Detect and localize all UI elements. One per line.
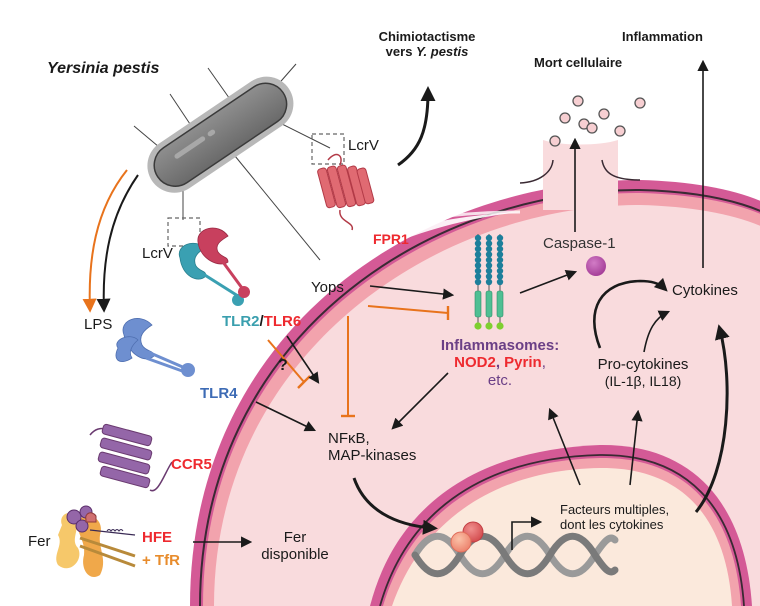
lps-label: LPS xyxy=(84,316,113,333)
tlr4-receptor-icon xyxy=(115,318,195,377)
nfkb-label: NFκB, MAP-kinases xyxy=(328,430,416,465)
inflammasome-strand xyxy=(496,234,504,330)
tlr4-label: TLR4 xyxy=(200,385,238,402)
nfkb-line1: NFκB, xyxy=(328,430,370,447)
arrow-caspase-to-cytokines xyxy=(593,277,668,349)
transferrin-receptor-icon xyxy=(56,505,136,578)
cell-death-label: Mort cellulaire xyxy=(534,55,623,70)
inhibit-tlr2-question xyxy=(267,339,305,383)
inflammasomes-examples: NOD2, Pyrin, xyxy=(425,354,575,371)
procytokines-label: Pro-cytokines (IL-1β, IL18) xyxy=(583,356,703,389)
factors-line1: Facteurs multiples, xyxy=(560,502,670,517)
bacterium-label: Yersinia pestis xyxy=(47,60,160,77)
pyrin-label: Pyrin xyxy=(504,354,542,372)
arrow-chemotaxis xyxy=(397,86,436,167)
nfkb-line2: MAP-kinases xyxy=(328,447,417,465)
membrane-pore xyxy=(519,140,641,210)
factors-line2: dont les cytokines xyxy=(560,516,664,532)
ccr5-receptor-icon xyxy=(89,423,173,492)
fer-available-label: Fer disponible xyxy=(245,529,345,564)
inflammasome-complex-icon xyxy=(474,234,504,330)
transcription-factor-icon xyxy=(450,521,484,553)
tfr-label: + TfR xyxy=(142,552,180,569)
lcrv-box-left xyxy=(167,217,201,247)
factors-label: Facteurs multiples, dont les cytokines xyxy=(560,502,670,533)
pathway-arrows xyxy=(82,59,730,548)
arrow-factors-to-procytokines xyxy=(629,409,643,486)
comma-2: , xyxy=(541,354,546,372)
inflammation-label: Inflammation xyxy=(622,29,703,44)
arrow-yops-to-inflammasome xyxy=(369,285,455,300)
arrow-bacterium-to-lps-black xyxy=(96,174,139,313)
arrow-factors-to-inflammasome xyxy=(548,407,581,486)
chemotaxis-line2: vers Y. pestis xyxy=(372,43,482,60)
lcrv-box-top xyxy=(311,133,345,165)
inflammasome-strand xyxy=(485,234,493,330)
rod-bacterium-icon xyxy=(133,63,331,261)
hfe-label: HFE xyxy=(142,529,172,546)
inflammasome-strand xyxy=(474,234,482,330)
inflammasomes-label: Inflammasomes: NOD2, Pyrin, etc. xyxy=(425,337,575,389)
arrow-inflammasome-to-nfkb xyxy=(391,372,449,430)
caspase1-label: Caspase-1 xyxy=(543,235,616,252)
tlr2-tlr6-receptor-icon xyxy=(178,227,250,306)
arrow-tlr2-to-nfkb xyxy=(286,335,320,384)
cytokines-label: Cytokines xyxy=(672,282,738,299)
arrow-inflammasome-to-caspase xyxy=(519,269,578,294)
arrow-nfkb-to-nucleus xyxy=(352,477,438,535)
transcription-start-arrow xyxy=(511,516,543,550)
arrow-factors-to-cytokines xyxy=(694,324,730,513)
ccr5-label: CCR5 xyxy=(171,456,212,473)
fer-label: Fer xyxy=(28,533,51,550)
arrow-bacterium-to-lps-orange xyxy=(82,169,128,313)
tlr6-label: TLR6 xyxy=(263,313,302,330)
tlr2-label: TLR2 xyxy=(222,313,260,330)
released-content-vesicle-icon xyxy=(549,95,646,147)
procytokines-line1: Pro-cytokines xyxy=(597,356,689,373)
arrow-procytokines-to-cytokines xyxy=(643,310,671,353)
etc-label: etc. xyxy=(487,371,513,389)
lcrv-top-label: LcrV xyxy=(348,137,379,154)
question-mark: ? xyxy=(278,357,288,374)
chemotaxis-species: Y. pestis xyxy=(416,43,469,59)
chemotaxis-prefix: vers xyxy=(385,43,417,59)
slash-separator: / xyxy=(259,313,264,330)
fer-available-line1: Fer xyxy=(283,529,307,546)
comma-1: , xyxy=(495,354,505,372)
fer-available-line2: disponible xyxy=(261,546,329,564)
nod2-label: NOD2 xyxy=(454,354,496,372)
fpr1-receptor-icon xyxy=(317,153,375,231)
tlr2-tlr6-label: TLR2/TLR6 xyxy=(222,313,301,330)
chemotaxis-line1: Chimiotactisme xyxy=(378,29,476,44)
procytokines-line2: (IL-1β, IL18) xyxy=(604,373,682,390)
inhibit-yops-inflammasome xyxy=(367,305,449,314)
chemotaxis-label: Chimiotactisme vers Y. pestis xyxy=(372,29,482,60)
yops-label: Yops xyxy=(311,279,344,296)
caspase-sphere-icon xyxy=(586,256,606,276)
inflammasomes-title: Inflammasomes: xyxy=(440,337,560,354)
arrow-tlr4-to-nfkb xyxy=(255,401,317,432)
lcrv-left-label: LcrV xyxy=(142,245,173,262)
fpr1-label: FPR1 xyxy=(373,231,409,247)
